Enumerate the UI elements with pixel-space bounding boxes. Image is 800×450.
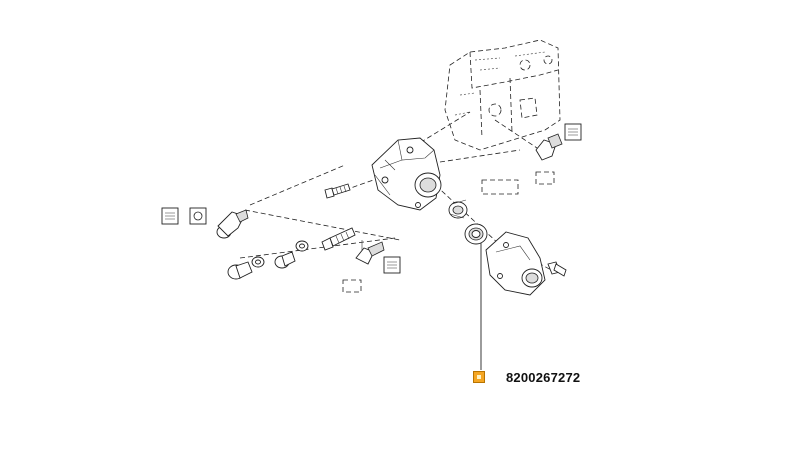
temperature-sensor-left bbox=[216, 209, 249, 239]
gasket-ring bbox=[464, 223, 488, 245]
temperature-sensor-center bbox=[355, 241, 385, 265]
engine-spec-icon-center[interactable] bbox=[383, 256, 401, 274]
engine-block bbox=[444, 39, 561, 151]
bolt-right bbox=[547, 261, 567, 277]
thermostat bbox=[448, 199, 468, 219]
settings-sun-icon[interactable] bbox=[189, 207, 207, 225]
part-highlight-marker[interactable] bbox=[473, 371, 485, 383]
thermostat-housing bbox=[371, 137, 442, 211]
part-number-label[interactable]: 8200267272 bbox=[506, 370, 581, 385]
bolt-lower bbox=[321, 227, 356, 251]
washer-2 bbox=[295, 240, 309, 252]
placeholder-boxes bbox=[342, 171, 555, 293]
engine-spec-icon[interactable] bbox=[564, 123, 582, 141]
bolt bbox=[324, 183, 351, 199]
manual-book-icon[interactable] bbox=[161, 207, 179, 225]
plug-middle bbox=[274, 251, 296, 269]
plug-left bbox=[227, 261, 253, 280]
water-outlet-housing bbox=[485, 231, 546, 296]
washer-1 bbox=[251, 256, 265, 268]
sensor-upper-right bbox=[535, 133, 563, 161]
